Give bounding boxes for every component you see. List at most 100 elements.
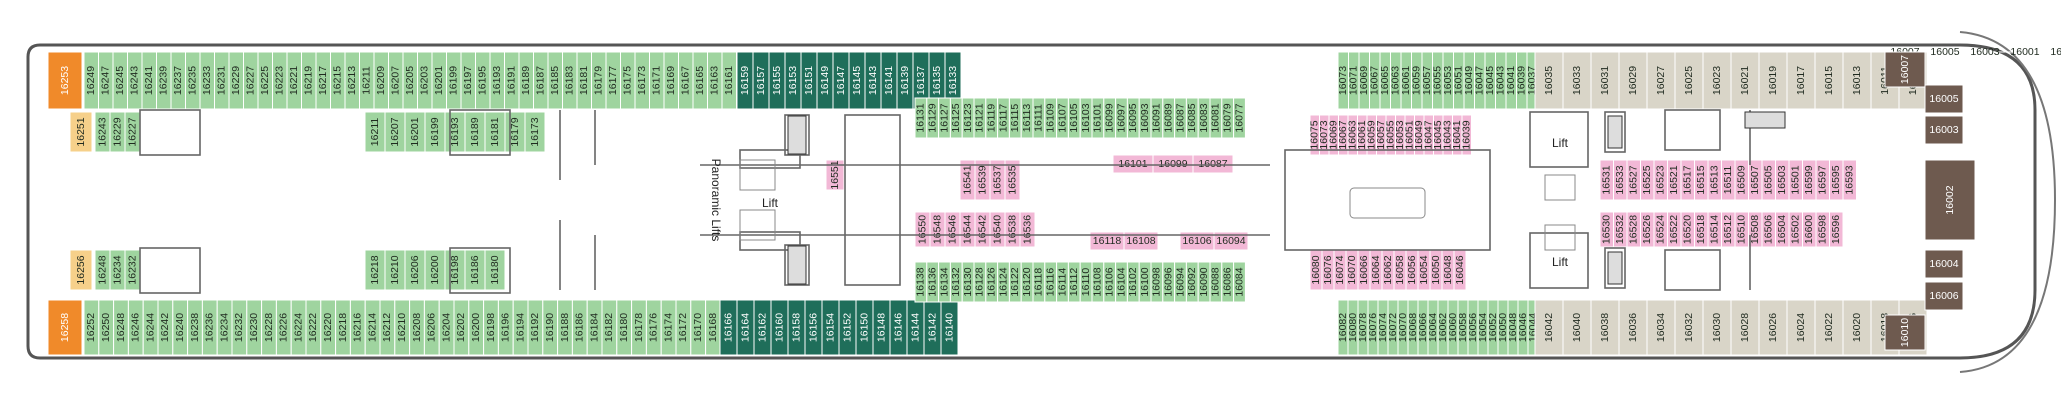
cabin-16531[interactable]: 16531 xyxy=(1599,159,1614,201)
cabin-16539[interactable]: 16539 xyxy=(974,159,991,201)
cabin-16116[interactable]: 16116 xyxy=(1044,261,1058,303)
cabin-block[interactable] xyxy=(1924,84,1964,114)
cabin-16168[interactable]: 16168 xyxy=(705,299,721,356)
cabin-16190[interactable]: 16190 xyxy=(542,299,559,356)
cabin-16182[interactable]: 16182 xyxy=(601,299,618,356)
cabin-16074[interactable]: 16074 xyxy=(1333,249,1347,291)
cabin-block[interactable] xyxy=(1829,211,1844,248)
cabin-16252[interactable]: 16252 xyxy=(83,299,100,356)
cabin-16544[interactable]: 16544 xyxy=(959,211,976,248)
cabin-16239[interactable]: 16239 xyxy=(156,51,172,110)
cabin-16024[interactable]: 16024 xyxy=(1786,299,1816,356)
cabin-16163[interactable]: 16163 xyxy=(707,51,723,110)
cabin-16154[interactable]: 16154 xyxy=(821,299,840,356)
cabin-16088[interactable]: 16088 xyxy=(1209,261,1223,303)
cabin-block[interactable] xyxy=(1004,159,1021,201)
cabin-16158[interactable]: 16158 xyxy=(787,299,806,356)
cabin-block[interactable] xyxy=(1842,51,1872,110)
cabin-block[interactable] xyxy=(1461,114,1472,156)
cabin-16143[interactable]: 16143 xyxy=(864,51,882,110)
cabin-16508[interactable]: 16508 xyxy=(1748,211,1763,248)
cabin-16208[interactable]: 16208 xyxy=(409,299,425,356)
cabin-16204[interactable]: 16204 xyxy=(438,299,455,356)
cabin-16089[interactable]: 16089 xyxy=(1162,97,1176,139)
cabin-16211[interactable]: 16211 xyxy=(359,51,375,110)
cabin-block[interactable] xyxy=(1192,154,1234,174)
cabin-16548[interactable]: 16548 xyxy=(929,211,946,248)
cabin-16225[interactable]: 16225 xyxy=(257,51,273,110)
cabin-16200[interactable]: 16200 xyxy=(424,249,446,291)
cabin-16248[interactable]: 16248 xyxy=(113,299,129,356)
cabin-16080[interactable]: 16080 xyxy=(1309,249,1323,291)
cabin-16118[interactable]: 16118 xyxy=(1032,261,1046,303)
cabin-16054[interactable]: 16054 xyxy=(1417,249,1431,291)
cabin-16244[interactable]: 16244 xyxy=(142,299,159,356)
cabin-16188[interactable]: 16188 xyxy=(557,299,573,356)
cabin-16253[interactable]: 16253 xyxy=(47,51,83,110)
cabin-16105[interactable]: 16105 xyxy=(1067,97,1081,139)
cabin-16036[interactable]: 16036 xyxy=(1618,299,1648,356)
cabin-16540[interactable]: 16540 xyxy=(989,211,1006,248)
cabin-16131[interactable]: 16131 xyxy=(914,97,928,139)
cabin-16181[interactable]: 16181 xyxy=(484,111,506,153)
cabin-16004[interactable]: 16004 xyxy=(1924,249,1964,279)
cabin-16122[interactable]: 16122 xyxy=(1008,261,1022,303)
cabin-16082[interactable]: 16082 xyxy=(1337,299,1349,356)
cabin-block[interactable] xyxy=(1924,249,1964,279)
cabin-16212[interactable]: 16212 xyxy=(379,299,396,356)
cabin-16086[interactable]: 16086 xyxy=(1221,261,1235,303)
cabin-16025[interactable]: 16025 xyxy=(1674,51,1704,110)
cabin-16160[interactable]: 16160 xyxy=(770,299,789,356)
cabin-16100[interactable]: 16100 xyxy=(1138,261,1152,303)
cabin-block[interactable] xyxy=(484,249,506,291)
cabin-16231[interactable]: 16231 xyxy=(214,51,230,110)
cabin-16118[interactable]: 16118 xyxy=(1089,231,1125,251)
cabin-16001[interactable]: 16001 xyxy=(2004,46,2046,58)
cabin-16599[interactable]: 16599 xyxy=(1802,159,1817,201)
cabin-16600[interactable]: 16600 xyxy=(1802,211,1817,248)
cabin-block[interactable] xyxy=(1786,299,1816,356)
cabin-16144[interactable]: 16144 xyxy=(906,299,925,356)
cabin-16512[interactable]: 16512 xyxy=(1721,211,1736,248)
cabin-16242[interactable]: 16242 xyxy=(157,299,174,356)
cabin-block[interactable] xyxy=(1924,115,1964,145)
cabin-16248[interactable]: 16248 xyxy=(94,249,111,291)
cabin-16514[interactable]: 16514 xyxy=(1707,211,1722,248)
cabin-16164[interactable]: 16164 xyxy=(736,299,755,356)
cabin-16247[interactable]: 16247 xyxy=(98,51,114,110)
cabin-16551[interactable]: 16551 xyxy=(825,159,845,191)
cabin-16205[interactable]: 16205 xyxy=(402,51,418,110)
cabin-16229[interactable]: 16229 xyxy=(228,51,244,110)
cabin-16243[interactable]: 16243 xyxy=(94,111,111,153)
cabin-16098[interactable]: 16098 xyxy=(1150,261,1164,303)
cabin-16068[interactable]: 16068 xyxy=(1407,299,1419,356)
cabin-16199[interactable]: 16199 xyxy=(446,51,462,110)
cabin-block[interactable] xyxy=(1646,299,1676,356)
cabin-16056[interactable]: 16056 xyxy=(1405,249,1419,291)
cabin-block[interactable] xyxy=(69,249,93,291)
cabin-16042[interactable]: 16042 xyxy=(1534,299,1564,356)
cabin-16061[interactable]: 16061 xyxy=(1356,114,1368,156)
cabin-16598[interactable]: 16598 xyxy=(1815,211,1830,248)
cabin-16165[interactable]: 16165 xyxy=(692,51,708,110)
cabin-16214[interactable]: 16214 xyxy=(364,299,381,356)
cabin-block[interactable] xyxy=(1884,51,1926,88)
cabin-16119[interactable]: 16119 xyxy=(985,97,999,139)
cabin-16096[interactable]: 16096 xyxy=(1162,261,1176,303)
cabin-block[interactable] xyxy=(1019,211,1036,248)
cabin-16157[interactable]: 16157 xyxy=(752,51,770,110)
cabin-block[interactable] xyxy=(1758,51,1788,110)
cabin-16209[interactable]: 16209 xyxy=(373,51,389,110)
cabin-16226[interactable]: 16226 xyxy=(275,299,292,356)
cabin-16183[interactable]: 16183 xyxy=(562,51,578,110)
cabin-16184[interactable]: 16184 xyxy=(586,299,603,356)
cabin-block[interactable] xyxy=(1758,299,1788,356)
cabin-16186[interactable]: 16186 xyxy=(571,299,588,356)
cabin-16112[interactable]: 16112 xyxy=(1067,261,1081,303)
cabin-16066[interactable]: 16066 xyxy=(1357,249,1371,291)
cabin-16180[interactable]: 16180 xyxy=(616,299,633,356)
cabin-block[interactable] xyxy=(47,299,83,356)
cabin-block[interactable] xyxy=(1233,97,1246,139)
cabin-16550[interactable]: 16550 xyxy=(914,211,931,248)
cabin-16126[interactable]: 16126 xyxy=(985,261,999,303)
